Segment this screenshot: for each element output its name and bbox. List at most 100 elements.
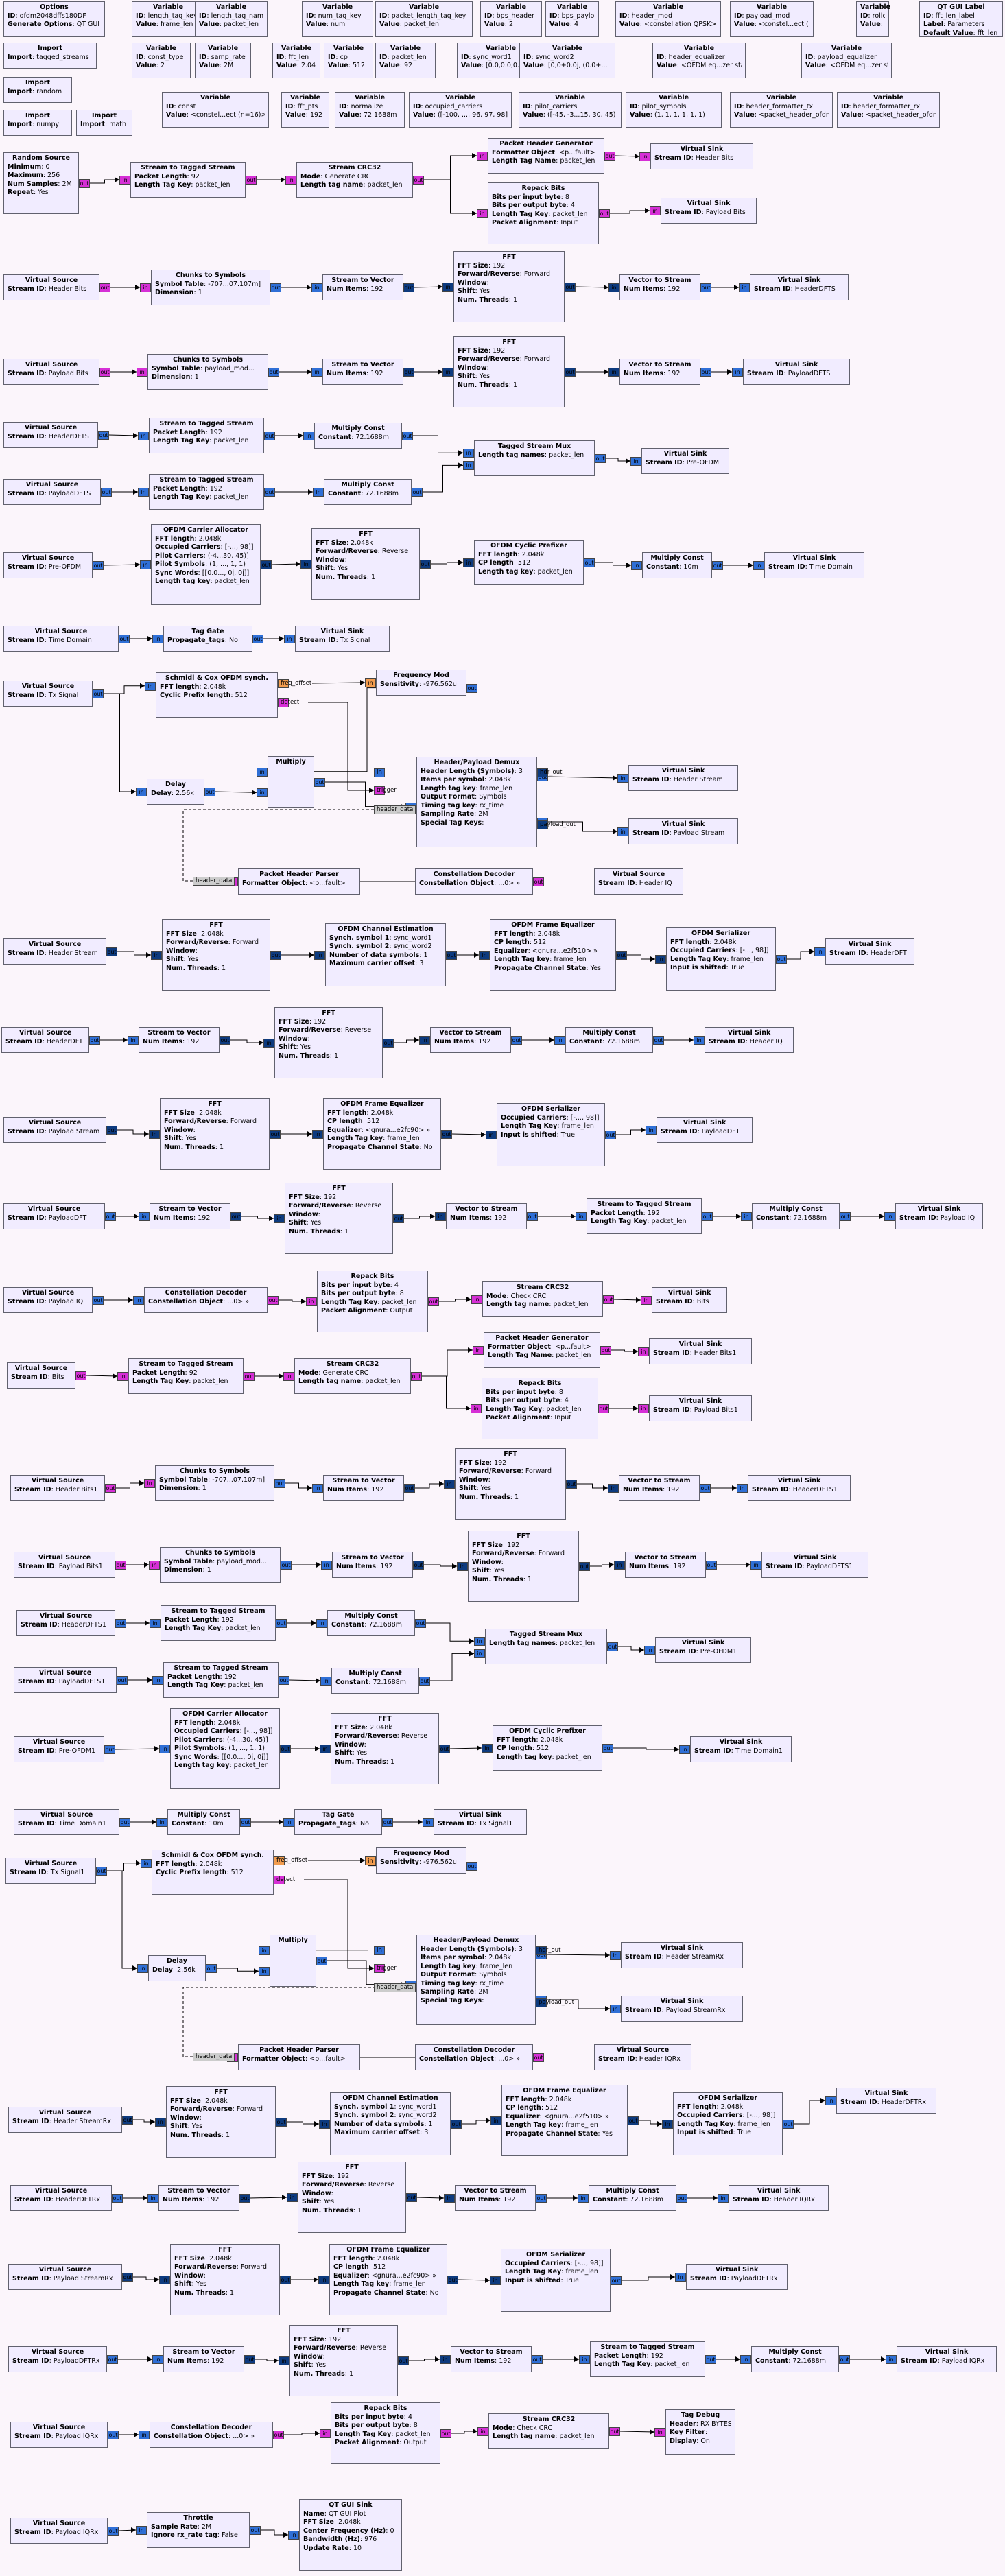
input-port[interactable]: in <box>644 1646 655 1655</box>
input-port[interactable]: in <box>617 774 628 783</box>
input-port[interactable]: in <box>117 1372 128 1381</box>
output-port[interactable]: out <box>840 1212 851 1221</box>
input-port[interactable]: in <box>259 1967 270 1976</box>
input-port[interactable]: in <box>159 2276 170 2284</box>
input-port[interactable]: in <box>490 2276 501 2285</box>
input-port[interactable]: in <box>128 1036 139 1045</box>
output-port[interactable]: out <box>412 488 423 497</box>
output-port[interactable]: out <box>264 432 275 440</box>
hdr-out-port[interactable]: hdr_out <box>537 768 562 777</box>
output-port[interactable]: out <box>440 2429 451 2438</box>
output-port[interactable]: out <box>122 2116 133 2125</box>
output-port[interactable]: out <box>206 1964 217 1973</box>
output-port[interactable]: out <box>89 1036 100 1045</box>
output-port[interactable]: out <box>466 1861 477 1871</box>
output-port[interactable]: out <box>676 2194 687 2203</box>
input-port[interactable]: in <box>654 2428 665 2437</box>
output-port[interactable]: out <box>104 1745 115 1754</box>
input-port[interactable]: in <box>825 2096 836 2105</box>
input-port[interactable]: in <box>477 2427 488 2436</box>
input-port[interactable]: in <box>630 457 641 466</box>
output-port[interactable]: out <box>565 368 576 377</box>
output-port[interactable]: out <box>439 1745 450 1753</box>
input-port[interactable]: in <box>423 1818 434 1827</box>
input-port[interactable]: in <box>303 432 314 440</box>
input-port[interactable]: in <box>365 678 376 687</box>
output-port[interactable]: out <box>653 1036 664 1045</box>
output-port[interactable]: out <box>93 689 104 698</box>
input-port[interactable]: in <box>655 955 666 964</box>
block-sc_2[interactable]: Schmidl & Cox OFDM synch.FFT length: 2.0… <box>152 1850 274 1895</box>
input-port[interactable]: in <box>150 1619 161 1628</box>
input-port[interactable]: in <box>138 432 149 440</box>
input-port[interactable]: in <box>156 1818 167 1827</box>
output-port[interactable]: out <box>406 2193 417 2202</box>
output-port[interactable]: out <box>403 283 414 292</box>
input-port[interactable]: in <box>284 635 295 643</box>
input-port[interactable]: in <box>139 2431 150 2439</box>
output-port[interactable]: out <box>605 1131 616 1139</box>
output-port[interactable]: out <box>579 1562 590 1571</box>
output-port[interactable]: out <box>533 2053 544 2062</box>
input-port[interactable]: in <box>119 176 130 185</box>
input-port[interactable]: in <box>442 368 453 377</box>
output-port[interactable]: out <box>106 947 117 956</box>
output-port[interactable]: out <box>270 283 281 292</box>
output-port[interactable]: out <box>600 1346 611 1355</box>
output-port[interactable]: out <box>108 2527 119 2536</box>
output-port[interactable]: out <box>700 368 711 377</box>
output-port[interactable]: out <box>276 1619 287 1628</box>
input-port[interactable]: in <box>314 951 325 960</box>
output-port[interactable]: out <box>447 2276 458 2284</box>
output-port[interactable]: out <box>270 951 281 960</box>
input-port[interactable]: in <box>318 2276 329 2284</box>
output-port[interactable]: out <box>839 2355 850 2364</box>
input-port[interactable]: in <box>287 2193 298 2202</box>
output-port[interactable]: out <box>533 877 544 886</box>
input-port[interactable]: in <box>152 1676 163 1685</box>
block-sc_1[interactable]: Schmidl & Cox OFDM synch.FFT length: 2.0… <box>156 672 278 718</box>
